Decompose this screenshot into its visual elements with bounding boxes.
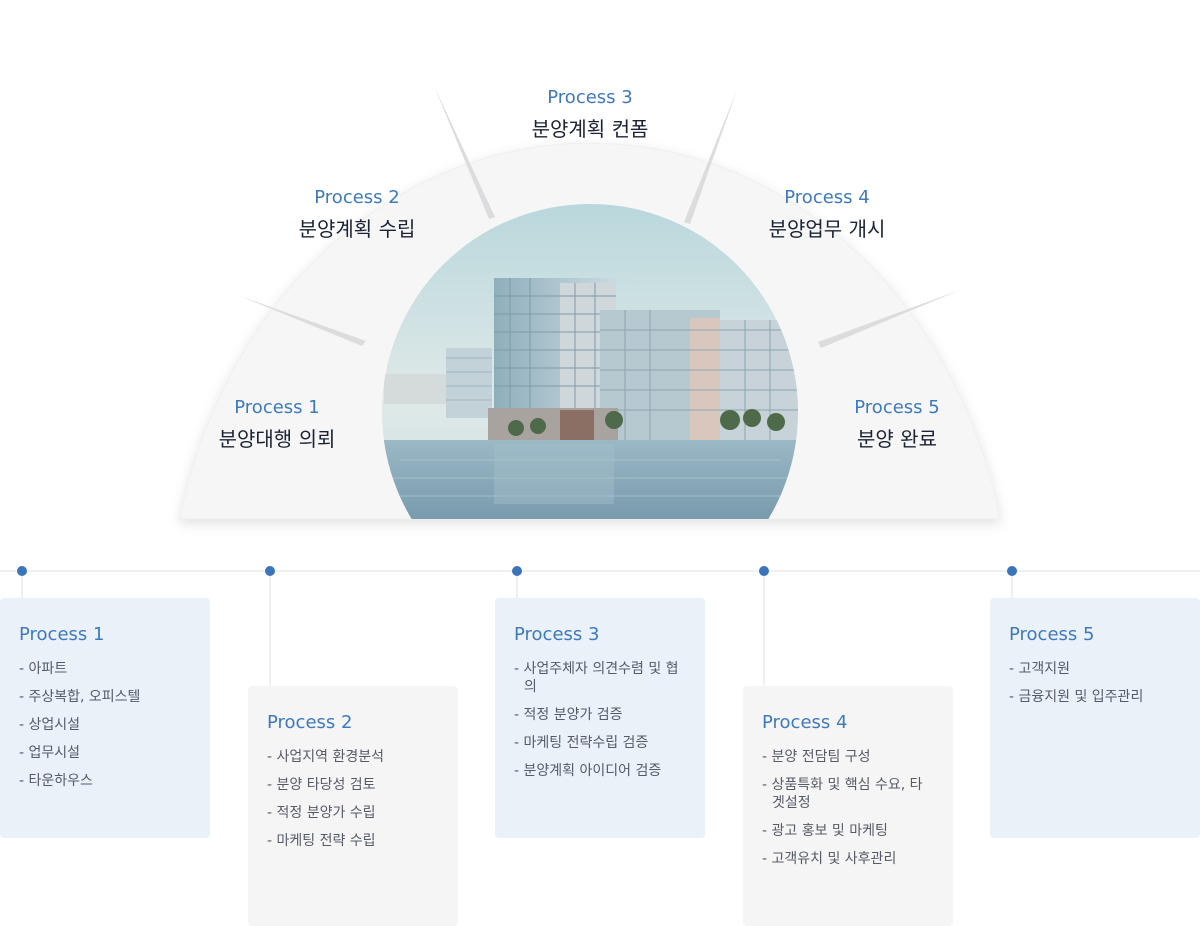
step-title: 분양계획 컨폼 xyxy=(531,117,649,141)
list-item: - 마케팅 전략 수립 xyxy=(267,833,376,849)
list-item: - 금융지원 및 입주관리 xyxy=(1009,689,1144,705)
process-arc-diagram xyxy=(179,86,1001,520)
step-process-label: Process 4 xyxy=(784,187,870,208)
list-item: - 아파트 xyxy=(19,661,68,677)
process-card-5: Process 5 - 고객지원 - 금융지원 및 입주관리 xyxy=(990,598,1200,838)
list-item: - 분양계획 아이디어 검증 xyxy=(514,763,662,779)
timeline-dot xyxy=(17,566,27,576)
card-list: - 고객지원 - 금융지원 및 입주관리 xyxy=(1009,660,1200,706)
process-card-4: Process 4 - 분양 전담팀 구성 - 상품특화 및 핵심 수요, 타겟… xyxy=(743,686,953,926)
list-item: - 상품특화 및 핵심 수요, 타겟설정 xyxy=(762,777,923,811)
card-title: Process 2 xyxy=(267,712,353,733)
step-title: 분양대행 의뢰 xyxy=(218,427,336,451)
process-card-3: Process 3 - 사업주체자 의견수렴 및 협의 - 적정 분양가 검증 … xyxy=(495,598,705,838)
list-item: - 분양 타당성 검토 xyxy=(267,777,376,793)
list-item: - 적정 분양가 검증 xyxy=(514,707,623,723)
list-item: - 마케팅 전략수립 검증 xyxy=(514,735,649,751)
card-list: - 분양 전담팀 구성 - 상품특화 및 핵심 수요, 타겟설정 - 광고 홍보… xyxy=(762,748,953,868)
timeline-dot xyxy=(512,566,522,576)
step-process-2: Process 2 분양계획 수립 xyxy=(237,187,477,243)
list-item: - 업무시설 xyxy=(19,745,81,761)
step-process-label: Process 5 xyxy=(854,397,940,418)
list-item: - 분양 전담팀 구성 xyxy=(762,749,871,765)
step-process-1: Process 1 분양대행 의뢰 xyxy=(157,397,397,453)
card-title: Process 3 xyxy=(514,624,600,645)
card-title: Process 4 xyxy=(762,712,848,733)
list-item: - 타운하우스 xyxy=(19,773,93,789)
ray-dividers xyxy=(240,86,960,348)
card-list: - 사업주체자 의견수렴 및 협의 - 적정 분양가 검증 - 마케팅 전략수립… xyxy=(514,660,705,780)
step-title: 분양계획 수립 xyxy=(298,217,416,241)
card-list: - 사업지역 환경분석 - 분양 타당성 검토 - 적정 분양가 수립 - 마케… xyxy=(267,748,458,850)
process-card-2: Process 2 - 사업지역 환경분석 - 분양 타당성 검토 - 적정 분… xyxy=(248,686,458,926)
timeline-dot xyxy=(759,566,769,576)
list-item: - 상업시설 xyxy=(19,717,81,733)
step-title: 분양 완료 xyxy=(857,427,937,451)
list-item: - 고객유치 및 사후관리 xyxy=(762,851,897,867)
list-item: - 광고 홍보 및 마케팅 xyxy=(762,823,888,839)
list-item: - 고객지원 xyxy=(1009,661,1071,677)
list-item: - 사업지역 환경분석 xyxy=(267,749,384,765)
step-process-5: Process 5 분양 완료 xyxy=(777,397,1017,453)
step-process-label: Process 3 xyxy=(547,87,633,108)
card-title: Process 5 xyxy=(1009,624,1095,645)
step-process-4: Process 4 분양업무 개시 xyxy=(707,187,947,243)
step-process-label: Process 2 xyxy=(314,187,400,208)
process-card-1: Process 1 - 아파트 - 주상복합, 오피스텔 - 상업시설 - 업무… xyxy=(0,598,210,838)
timeline xyxy=(0,566,1200,686)
list-item: - 적정 분양가 수립 xyxy=(267,805,376,821)
list-item: - 사업주체자 의견수렴 및 협의 xyxy=(514,661,679,695)
step-process-3: Process 3 분양계획 컨폼 xyxy=(470,87,710,143)
timeline-dot xyxy=(265,566,275,576)
step-title: 분양업무 개시 xyxy=(768,217,886,241)
card-title: Process 1 xyxy=(19,624,105,645)
card-list: - 아파트 - 주상복합, 오피스텔 - 상업시설 - 업무시설 - 타운하우스 xyxy=(19,660,210,790)
timeline-dot xyxy=(1007,566,1017,576)
list-item: - 주상복합, 오피스텔 xyxy=(19,689,141,705)
step-process-label: Process 1 xyxy=(234,397,320,418)
